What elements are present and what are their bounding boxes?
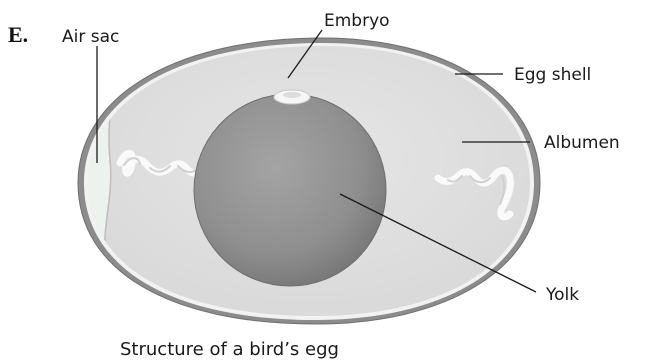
figure-marker: E. — [8, 22, 28, 47]
label-air-sac: Air sac — [62, 27, 119, 47]
yolk — [194, 94, 386, 286]
figure-caption: Structure of a bird’s egg — [120, 339, 339, 360]
label-yolk: Yolk — [545, 285, 579, 305]
embryo-inner — [283, 92, 301, 98]
label-albumen: Albumen — [544, 133, 620, 153]
label-egg-shell: Egg shell — [514, 65, 591, 85]
label-embryo: Embryo — [324, 11, 390, 31]
